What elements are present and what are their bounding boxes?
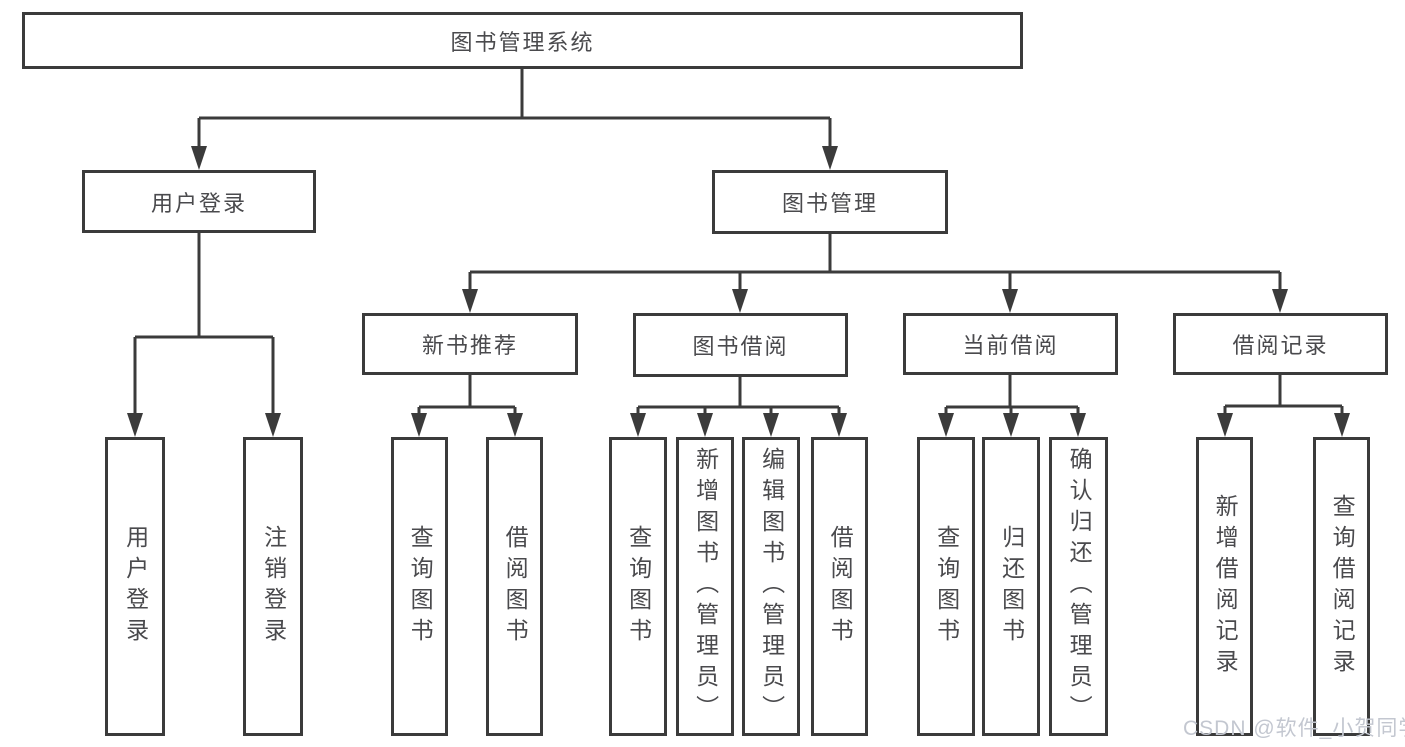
arrowhead <box>732 289 748 313</box>
connector-line <box>197 69 832 150</box>
node-label: 当前借阅 <box>962 333 1059 358</box>
arrowhead <box>763 413 779 437</box>
node-label: 确认归还（管理员） <box>1066 447 1093 726</box>
leaf-borrow-books-recommend: 借阅图书 <box>486 437 543 736</box>
leaf-logout: 注销登录 <box>243 437 303 736</box>
arrowhead <box>462 289 478 313</box>
arrowhead <box>1070 413 1086 437</box>
node-borrowing-records: 借阅记录 <box>1173 313 1388 375</box>
arrowhead <box>1272 289 1288 313</box>
connector-user-login-to-leaves <box>127 233 281 437</box>
node-label: 编辑图书（管理员） <box>758 447 785 726</box>
arrowhead <box>630 413 646 437</box>
connector-line <box>468 234 1282 293</box>
node-book-management: 图书管理 <box>712 170 948 234</box>
leaf-return-books: 归还图书 <box>982 437 1040 736</box>
arrowhead <box>411 413 427 437</box>
node-label: 借阅记录 <box>1232 333 1329 358</box>
node-label: 归还图书 <box>998 524 1025 649</box>
arrowhead <box>127 413 143 437</box>
node-book-borrowing: 图书借阅 <box>633 313 848 377</box>
csdn-watermark: CSDN @软件_小贺同学 <box>1183 717 1405 740</box>
arrowhead <box>265 413 281 437</box>
node-user-login: 用户登录 <box>82 170 316 233</box>
node-current-borrowing: 当前借阅 <box>903 313 1118 375</box>
connector-book-management-to-level3 <box>462 234 1288 313</box>
arrowhead <box>191 146 207 170</box>
arrowhead <box>1334 413 1350 437</box>
connector-root-to-level2 <box>191 69 838 170</box>
node-label: 注销登录 <box>260 524 287 649</box>
leaf-confirm-return-admin: 确认归还（管理员） <box>1049 437 1108 736</box>
node-label: 查询图书 <box>933 524 960 649</box>
node-label: 用户登录 <box>150 190 247 216</box>
connector-current-borrowing-to-leaves <box>938 375 1086 437</box>
node-label: 查询图书 <box>625 524 652 649</box>
connector-line <box>133 233 275 417</box>
leaf-query-books-current: 查询图书 <box>917 437 975 736</box>
leaf-add-borrow-record: 新增借阅记录 <box>1196 437 1253 736</box>
node-label: 借阅图书 <box>502 524 529 649</box>
arrowhead <box>938 413 954 437</box>
node-label: 借阅图书 <box>827 524 854 649</box>
connector-borrowing-records-to-leaves <box>1217 375 1350 437</box>
arrowhead <box>822 146 838 170</box>
node-label: 用户登录 <box>122 524 149 649</box>
node-label: 新书推荐 <box>421 333 518 358</box>
connector-line <box>1223 375 1344 417</box>
node-label: 新增借阅记录 <box>1212 493 1239 680</box>
connector-line <box>417 375 517 417</box>
connector-line <box>636 377 841 417</box>
arrowhead <box>831 413 847 437</box>
connector-new-book-recommendation-to-leaves <box>411 375 523 437</box>
node-label: 图书管理系统 <box>450 29 595 55</box>
arrowhead <box>697 413 713 437</box>
leaf-add-book-admin: 新增图书（管理员） <box>676 437 734 736</box>
leaf-query-books-borrowing: 查询图书 <box>609 437 667 736</box>
arrowhead <box>507 413 523 437</box>
node-label: 查询图书 <box>407 524 434 649</box>
node-label: 新增图书（管理员） <box>692 447 719 726</box>
leaf-query-books-recommend: 查询图书 <box>391 437 448 736</box>
arrowhead <box>1217 413 1233 437</box>
connector-line <box>944 375 1080 417</box>
leaf-user-login: 用户登录 <box>105 437 165 736</box>
arrowhead <box>1003 413 1019 437</box>
leaf-query-borrow-record: 查询借阅记录 <box>1313 437 1370 736</box>
node-new-book-recommendation: 新书推荐 <box>362 313 578 375</box>
node-label: 图书管理 <box>781 191 878 216</box>
arrowhead <box>1002 289 1018 313</box>
node-library-management-system: 图书管理系统 <box>22 12 1023 69</box>
leaf-edit-book-admin: 编辑图书（管理员） <box>742 437 800 736</box>
node-label: 查询借阅记录 <box>1329 493 1356 680</box>
leaf-borrow-books-borrowing: 借阅图书 <box>811 437 868 736</box>
connector-book-borrowing-to-leaves <box>630 377 847 437</box>
node-label: 图书借阅 <box>692 334 789 359</box>
